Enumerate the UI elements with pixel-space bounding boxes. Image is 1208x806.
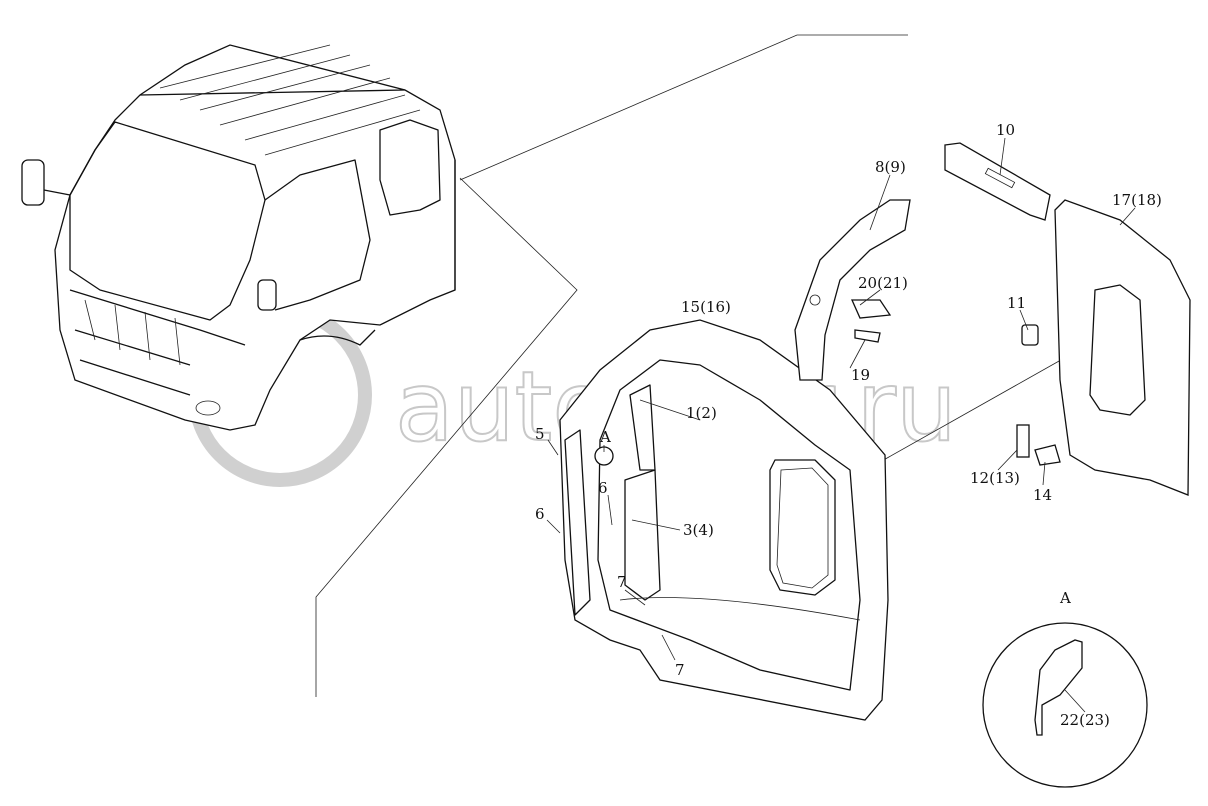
callout-14: 14: [1033, 486, 1052, 504]
callout-a-marker: A: [599, 428, 611, 446]
callout-17-18: 17(18): [1112, 191, 1162, 209]
side-panel-illustration: [559, 319, 889, 721]
callout-8-9: 8(9): [875, 158, 906, 176]
callout-3-4: 3(4): [683, 521, 714, 539]
callout-6-outer: 6: [535, 505, 545, 523]
callout-19: 19: [851, 366, 870, 384]
callout-5: 5: [535, 425, 545, 443]
detail-a-illustration: [982, 622, 1148, 788]
part-roof-rail-illustration: [944, 142, 1051, 221]
callout-7-upper: 7: [617, 573, 627, 591]
callout-leaders: [546, 137, 1136, 661]
callout-10: 10: [996, 121, 1015, 139]
callout-11: 11: [1007, 294, 1026, 312]
rear-panel-illustration: [1016, 199, 1191, 496]
callout-15-16: 15(16): [681, 298, 731, 316]
callout-labels: 10 8(9) 17(18) 20(21) 11 15(16) 19 1(2) …: [535, 121, 1162, 729]
callout-20-21: 20(21): [858, 274, 908, 292]
callout-12-13: 12(13): [970, 469, 1020, 487]
callout-22-23: 22(23): [1060, 711, 1110, 729]
detail-a-title: A: [1059, 589, 1071, 607]
callout-7-lower: 7: [675, 661, 685, 679]
truck-cab-illustration: [21, 44, 456, 431]
callout-1-2: 1(2): [686, 404, 717, 422]
callout-6-inner: 6: [598, 479, 608, 497]
part-pillar-illustration: [794, 199, 911, 381]
